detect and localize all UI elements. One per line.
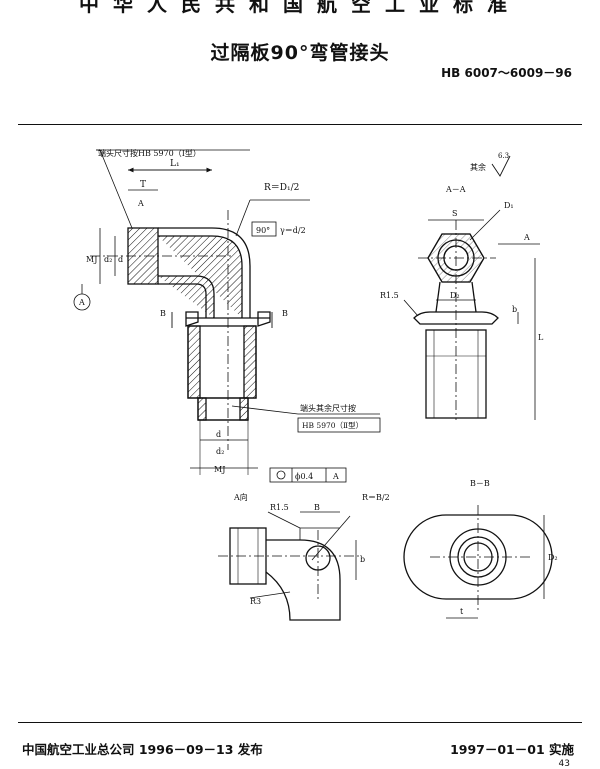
- footer-rule: [18, 722, 582, 723]
- radius-formula-viewA: R＝B/2: [362, 493, 390, 502]
- tolerance-datum: A: [332, 472, 339, 481]
- view-arrow-A: A: [523, 233, 530, 242]
- doc-title: 过隔板90°弯管接头: [210, 42, 390, 64]
- dim-T: T: [140, 180, 146, 190]
- section-B-left: B: [160, 309, 166, 318]
- standard-number: HB 6007～6009－96: [441, 66, 572, 80]
- dim-S: S: [452, 209, 457, 218]
- dim-b-viewA: b: [360, 555, 365, 564]
- section-BB-view: [403, 505, 553, 619]
- dim-b-AA: b: [512, 305, 517, 314]
- dim-MJ-bottom: MJ: [214, 465, 225, 474]
- end-note-1: 端头尺寸按HB 5970（Ⅰ型）: [98, 148, 201, 158]
- main-elbow-view: [73, 149, 381, 483]
- page-number: 43: [558, 759, 570, 769]
- dim-t: t: [460, 607, 464, 616]
- radius-R15-AA: R1.5: [380, 291, 399, 300]
- effective-date: 1997－01－01 实施: [450, 742, 574, 757]
- gamma-formula: γ＝d/2: [280, 226, 306, 235]
- radius-R3: R3: [250, 597, 261, 606]
- dim-L1: L₁: [170, 159, 180, 169]
- roughness-value: 6.3: [498, 152, 509, 160]
- dim-B-viewA: B: [314, 503, 320, 512]
- section-B-right: B: [282, 309, 288, 318]
- header-rule: [18, 124, 582, 125]
- section-AA-title: A－A: [445, 185, 466, 194]
- dim-d2-left: d₂: [104, 255, 112, 264]
- dim-D2-BB: D₂: [548, 553, 558, 562]
- view-A-title: A向: [233, 492, 248, 502]
- end-note-3: HB 5970（Ⅱ型）: [302, 421, 363, 430]
- angle-90: 90°: [256, 226, 270, 235]
- dim-D1: D₁: [504, 201, 514, 210]
- view-A: [218, 511, 360, 621]
- org-title: 中华人民共和国航空工业标准: [79, 0, 521, 16]
- dim-L: L: [538, 333, 544, 342]
- roughness-label: 其余: [470, 162, 486, 172]
- section-BB-title: B－B: [470, 479, 490, 488]
- dim-d2-bottom: d₂: [216, 447, 224, 456]
- dim-d-left: d: [118, 255, 123, 264]
- section-mark-A-upper: A: [137, 199, 144, 208]
- radius-R15-viewA: R1.5: [270, 503, 289, 512]
- dim-MJ-left: MJ: [86, 255, 97, 264]
- tolerance-value: ϕ0.4: [295, 472, 313, 481]
- end-note-2: 端头其余尺寸按: [300, 403, 356, 413]
- datum-A-label: A: [78, 298, 85, 307]
- issue-date: 中国航空工业总公司 1996－09－13 发布: [22, 742, 263, 757]
- dim-D2-AA: D₂: [450, 291, 460, 300]
- dim-d-bottom: d: [216, 430, 221, 439]
- radius-formula: R＝D₁/2: [264, 183, 299, 193]
- section-AA-view: [403, 155, 540, 420]
